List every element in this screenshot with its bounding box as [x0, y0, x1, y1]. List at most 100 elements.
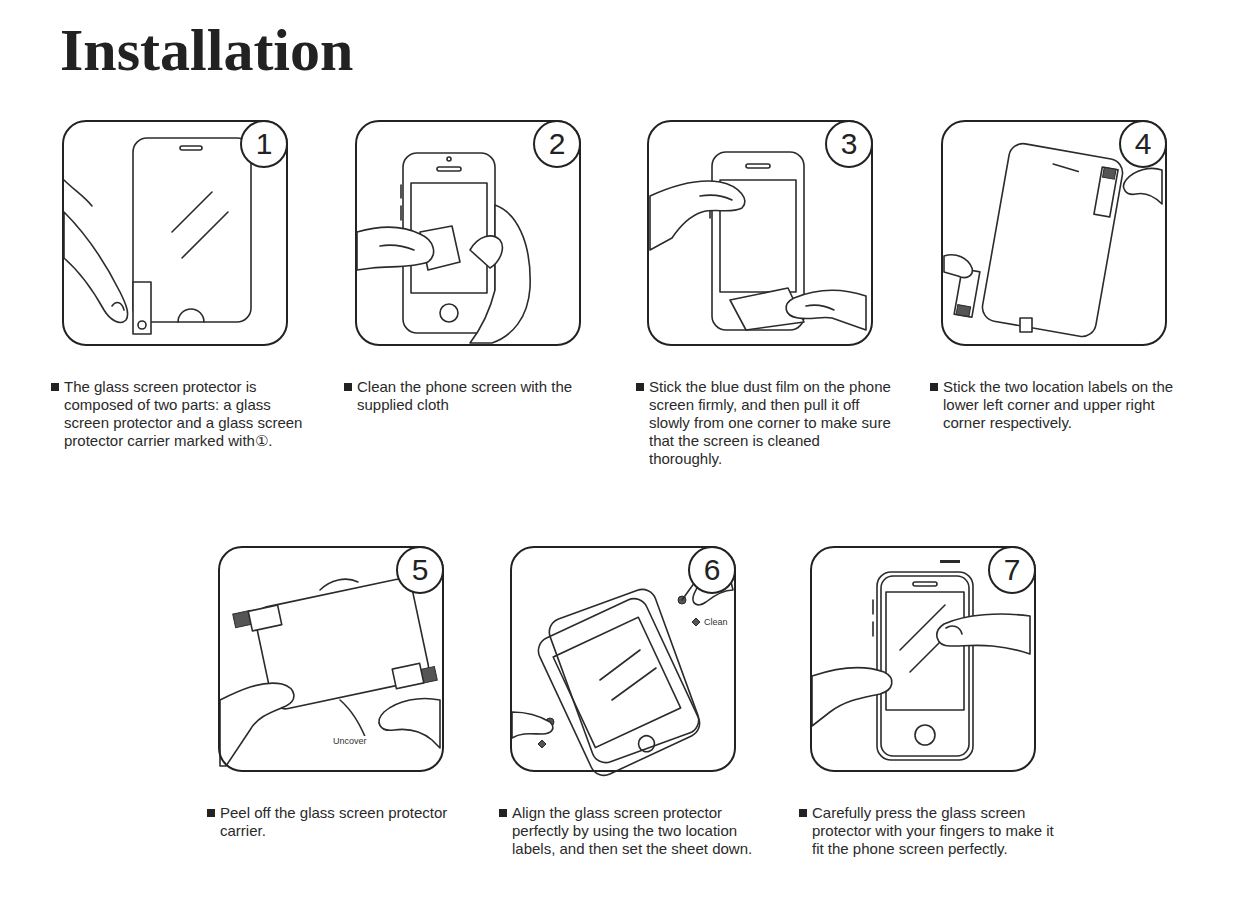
- speaker-slot: [437, 167, 461, 171]
- carrier-tab: [133, 282, 151, 334]
- left-fingers: [944, 255, 972, 278]
- step-panel: The glass screen protector is composed o…: [62, 120, 288, 346]
- caption-bullet: [930, 383, 938, 391]
- home-cutout: [178, 309, 204, 322]
- align-figure: [512, 562, 733, 780]
- caption-bullet: [499, 809, 507, 817]
- home-button: [440, 304, 458, 322]
- caption-bullet: [636, 383, 644, 391]
- step-number-circle: 4: [1119, 120, 1167, 168]
- phone-screen: [886, 592, 964, 710]
- glass-protector: [980, 141, 1125, 338]
- fingernail: [946, 626, 962, 634]
- finger-line: [320, 579, 358, 590]
- speaker-slot: [746, 164, 770, 168]
- callout-number: 7: [1004, 555, 1021, 585]
- callout-number: 6: [704, 555, 721, 585]
- right-hand: [379, 699, 440, 749]
- diamond-mark: [692, 618, 700, 626]
- left-hand: [220, 683, 294, 766]
- phone-body: [877, 572, 973, 760]
- step-panel: Align the glass screen protector perfect…: [510, 546, 736, 772]
- page-title: Installation: [60, 20, 353, 80]
- hand-line: [64, 180, 92, 206]
- protector-figure: [64, 138, 251, 334]
- caption-text: Align the glass screen protector perfect…: [512, 804, 752, 857]
- step-panel: Stick the blue dust film on the phone sc…: [647, 120, 873, 346]
- location-label: [392, 663, 424, 688]
- right-hand: [786, 290, 866, 330]
- dust-film-figure: [650, 152, 866, 330]
- pressing-finger: [937, 614, 1030, 654]
- caption-bullet: [51, 383, 59, 391]
- small-label: [1020, 318, 1032, 332]
- step-caption: Carefully press the glass screen protect…: [812, 804, 1058, 858]
- glass-protector: [545, 585, 702, 766]
- step-panel: Clean the phone screen with the supplied…: [355, 120, 581, 346]
- caption-bullet: [207, 809, 215, 817]
- step-number-circle: 2: [533, 120, 581, 168]
- callout-number: 3: [841, 129, 858, 159]
- glare-lines: [172, 192, 228, 258]
- label-tab: [956, 305, 971, 317]
- label-tab: [1103, 167, 1117, 179]
- callout-number: 2: [549, 129, 566, 159]
- right-fingers: [1124, 168, 1162, 204]
- step-number-circle: 5: [396, 546, 444, 594]
- left-thumb: [812, 668, 892, 726]
- step-caption: Align the glass screen protector perfect…: [512, 804, 758, 858]
- step-caption: The glass screen protector is composed o…: [64, 378, 310, 450]
- location-label: [248, 605, 282, 631]
- glass-protector: [881, 576, 969, 756]
- peel-figure: [220, 577, 440, 766]
- press-figure: [812, 560, 1030, 760]
- caption-text: Stick the blue dust film on the phone sc…: [649, 378, 891, 467]
- location-label-figure: [944, 141, 1162, 338]
- clean-figure: [357, 153, 530, 343]
- callout-number: 1: [256, 129, 273, 159]
- fingernail: [112, 303, 124, 310]
- step-number-circle: 7: [988, 546, 1036, 594]
- finger-line: [700, 195, 732, 200]
- caption-text: The glass screen protector is composed o…: [64, 378, 302, 449]
- speaker-slot: [180, 146, 202, 150]
- left-fingers: [512, 712, 553, 738]
- caption-text: Stick the two location labels on the low…: [943, 378, 1173, 431]
- step-caption: Stick the blue dust film on the phone sc…: [649, 378, 895, 468]
- speaker-slot: [913, 582, 937, 586]
- phone-body: [534, 594, 704, 780]
- left-hand: [357, 227, 434, 270]
- caption-text: Carefully press the glass screen protect…: [812, 804, 1054, 857]
- left-hand: [650, 181, 745, 250]
- finger-line: [806, 305, 834, 310]
- right-hand: [470, 205, 530, 343]
- caption-text: Peel off the glass screen protector carr…: [220, 804, 447, 839]
- finger-line: [380, 245, 414, 250]
- camera: [447, 157, 451, 161]
- caption-bullet: [344, 383, 352, 391]
- step-caption: Clean the phone screen with the supplied…: [357, 378, 603, 414]
- caption-bullet: [799, 809, 807, 817]
- side-buttons: [872, 600, 874, 636]
- step-number-circle: 6: [688, 546, 736, 594]
- step-number-circle: 3: [825, 120, 873, 168]
- step-panel: Carefully press the glass screen protect…: [810, 546, 1036, 772]
- callout-number: 4: [1135, 129, 1152, 159]
- finger: [64, 212, 128, 322]
- caption-text: Clean the phone screen with the supplied…: [357, 378, 572, 413]
- tab-mark: [138, 321, 146, 329]
- top-mark: [940, 560, 960, 563]
- step-caption: Peel off the glass screen protector carr…: [220, 804, 466, 840]
- step-caption: Stick the two location labels on the low…: [943, 378, 1189, 432]
- location-label: [1094, 167, 1118, 217]
- figure-label: Clean: [702, 617, 730, 628]
- glare-lines: [600, 650, 656, 700]
- diamond-mark: [538, 740, 546, 748]
- callout-number: 5: [412, 555, 429, 585]
- figure-label: Uncover: [331, 736, 369, 747]
- thumb: [470, 236, 502, 268]
- step-number-circle: 1: [240, 120, 288, 168]
- speaker-slot: [1053, 164, 1079, 171]
- home-button: [915, 725, 935, 745]
- step-panel: Stick the two location labels on the low…: [941, 120, 1167, 346]
